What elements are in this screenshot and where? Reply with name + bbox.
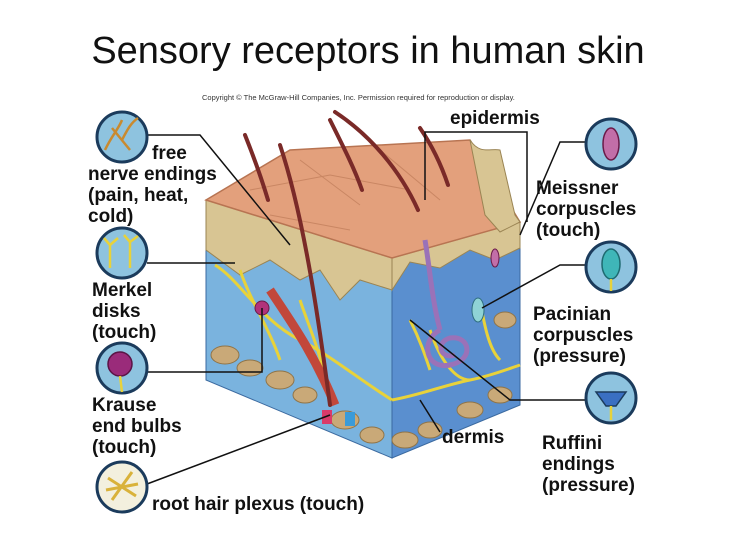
meissner-marker: [490, 248, 500, 268]
epidermis-band-right: [391, 221, 521, 292]
sweat-gland: [422, 239, 470, 368]
skin-surface-creases: [249, 149, 441, 231]
label-root-hair-plexus: root hair plexus (touch): [152, 494, 365, 515]
hairs: [243, 110, 450, 407]
root-hair-plexus-inset: [95, 460, 149, 514]
label-free-nerve-endings: free: [152, 143, 187, 164]
fat-layer: [210, 311, 517, 449]
blood-vessel-marker-2: [345, 412, 355, 426]
ruffini-endings-inset: [584, 371, 638, 425]
label-epidermis: epidermis: [450, 108, 540, 129]
label-krause-end-bulbs: Krause end bulbs (touch): [92, 395, 182, 458]
merkel-disks-inset: [95, 226, 149, 280]
pacinian-corpuscles-inset: [584, 240, 638, 294]
label-meissner-corpuscles: Meissner corpuscles (touch): [536, 178, 637, 241]
label-pacinian-corpuscles: Pacinian corpuscles (pressure): [533, 304, 634, 367]
label-free-nerve-endings-detail: nerve endings (pain, heat, cold): [88, 164, 217, 227]
krause-end-bulbs-inset: [95, 341, 149, 395]
label-dermis: dermis: [442, 427, 505, 448]
blood-vessel-marker: [322, 410, 332, 424]
meissner-corpuscles-inset: [584, 117, 638, 171]
leader-lines: [146, 131, 586, 485]
label-ruffini-endings: Ruffini endings (pressure): [542, 433, 635, 496]
free-nerve-endings-inset: [95, 110, 149, 164]
pacinian-marker: [471, 297, 485, 323]
label-merkel-disks: Merkel disks (touch): [92, 280, 157, 343]
epidermis-flap: [469, 139, 521, 233]
page-title: Sensory receptors in human skin: [91, 30, 645, 72]
copyright-notice: Copyright © The McGraw-Hill Companies, I…: [202, 93, 515, 102]
